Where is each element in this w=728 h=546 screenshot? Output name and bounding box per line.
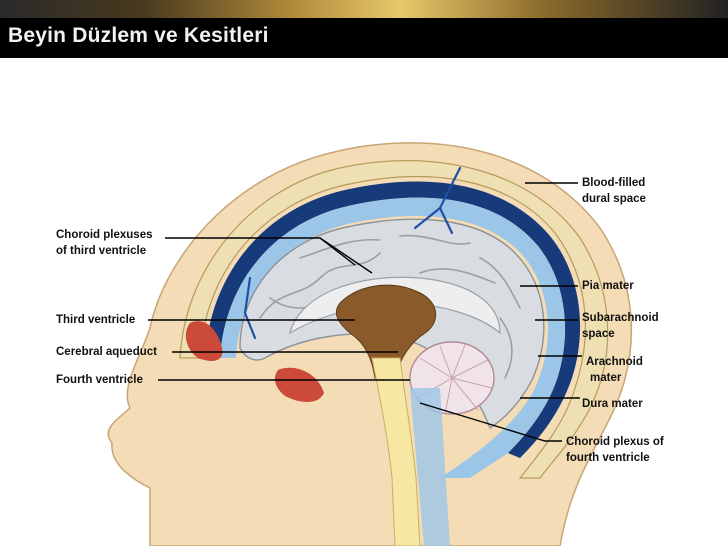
- label-third-ventricle: Third ventricle: [56, 314, 136, 326]
- title-bar: [0, 18, 728, 58]
- slide-title: Beyin Düzlem ve Kesitleri: [8, 24, 269, 47]
- label-dura-mater: Dura mater: [582, 398, 643, 410]
- dural-vessels: [243, 166, 462, 340]
- label-choroid-fourth-line1: Choroid plexus of: [566, 436, 664, 448]
- spinal-canal-csf: [410, 388, 450, 546]
- label-subarachnoid-line2: space: [582, 328, 615, 340]
- frontal-sinus: [185, 321, 223, 361]
- label-choroid-fourth-line2: fourth ventricle: [566, 452, 650, 464]
- decorative-top-strip: [0, 0, 728, 18]
- leader-lines: [148, 182, 582, 442]
- label-pia-mater: Pia mater: [582, 280, 634, 292]
- sphenoid-sinus: [274, 367, 324, 402]
- brain-sagittal-illustration: [107, 142, 633, 546]
- label-choroid-plexuses-third-line1: Choroid plexuses: [56, 229, 153, 241]
- skull-bone: [179, 160, 609, 479]
- label-cerebral-aqueduct: Cerebral aqueduct: [56, 346, 157, 358]
- label-subarachnoid-line1: Subarachnoid: [582, 312, 659, 324]
- diagram-area: Choroid plexuses of third ventricle Thir…: [0, 58, 728, 546]
- label-fourth-ventricle: Fourth ventricle: [56, 374, 143, 386]
- dura-mater: [205, 181, 581, 458]
- diencephalon-brainstem: [335, 284, 437, 379]
- spinal-cord: [371, 357, 421, 546]
- label-choroid-plexuses-third-line2: of third ventricle: [56, 245, 147, 257]
- label-arachnoid-line1: Arachnoid: [586, 356, 643, 368]
- label-blood-filled-line2: dural space: [582, 193, 646, 205]
- label-blood-filled-line1: Blood-filled: [582, 177, 646, 189]
- label-arachnoid-line2: mater: [590, 372, 622, 384]
